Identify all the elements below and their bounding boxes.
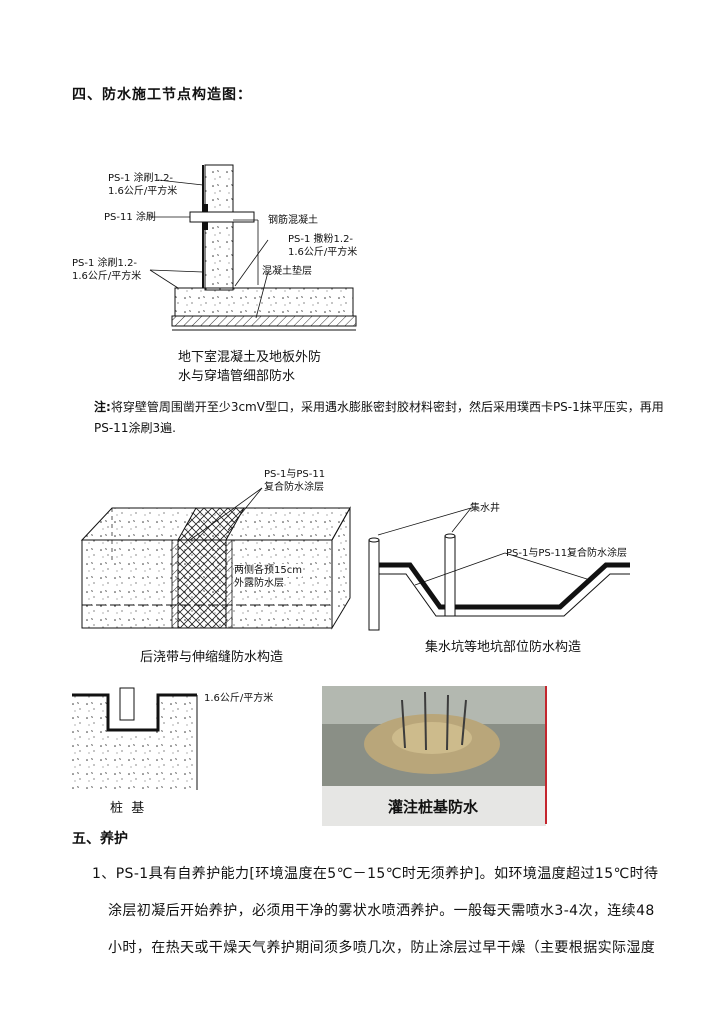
label-cushion: 混凝土垫层 [262,266,312,277]
label-pile-rate: 1.6公斤/平方米 [204,693,274,704]
photo-caption: 灌注桩基防水 [388,798,479,816]
label-ps1-left-rate: 1.6公斤/平方米 [72,271,142,282]
label-rebar-concrete: 钢筋混凝土 [268,215,318,226]
label-composite-coating: 复合防水涂层 [264,482,324,493]
section-5-title: 五、养护 [72,831,128,847]
label-ps1-top-rate: 1.6公斤/平方米 [108,186,178,197]
label-sump-well: 集水井 [470,503,500,514]
label-15cm-each-side: 两侧各预15cm [234,564,302,577]
diagram2-caption: 后浇带与伸缩缝防水构造 [140,650,284,665]
diagram1-caption-line2: 水与穿墙管细部防水 [178,369,296,384]
para-line-2: 涂层初凝后开始养护，必须用干净的雾状水喷洒养护。一般每天需喷水3-4次，连续48 [108,903,655,919]
label-ps1-ps11: PS-1与PS-11 [264,469,326,480]
label-ps1-left: PS-1 涂刷1.2- [72,258,138,269]
label-ps11: PS-11 涂刷 [104,212,156,223]
label-ps1-right: PS-1 撒粉1.2- [288,234,354,245]
diagram1-caption-line1: 地下室混凝土及地板外防 [178,350,322,365]
note-paragraph: 注:将穿壁管周围凿开至少3cmV型口，采用遇水膨胀密封胶材料密封，然后采用璞西卡… [94,397,664,439]
label-ps1-right-rate: 1.6公斤/平方米 [288,247,358,258]
diagram4-caption: 桩 基 [110,801,145,816]
note-text: 将穿壁管周围凿开至少3cmV型口，采用遇水膨胀密封胶材料密封，然后采用璞西卡PS… [94,400,664,435]
para-line-1: 1、PS-1具有自养护能力[环境温度在5℃－15℃时无须养护]。如环境温度超过1… [92,866,659,882]
note-prefix: 注: [94,400,111,414]
label-composite-coating-pit: PS-1与PS-11复合防水涂层 [506,548,628,559]
section-4-title: 四、防水施工节点构造图： [72,87,252,103]
diagram3-caption: 集水坑等地坑部位防水构造 [425,640,582,655]
label-exposed-layer: 外露防水层 [234,577,284,590]
section-5-paragraph: 1、PS-1具有自养护能力[环境温度在5℃－15℃时无须养护]。如环境温度超过1… [92,856,672,967]
label-ps1-top: PS-1 涂刷1.2- [108,173,174,184]
para-line-3: 小时，在热天或干燥天气养护期间须多喷几次，防止涂层过早干燥（主要根据实际湿度 [108,940,656,956]
